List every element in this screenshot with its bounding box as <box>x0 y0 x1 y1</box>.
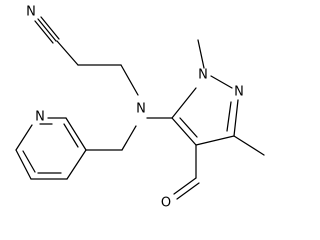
pyridine-bond-c3-c2 <box>65 117 87 151</box>
nitrile-nitrogen-label: N <box>26 5 36 20</box>
atom-labels: N N N N N O <box>26 5 244 211</box>
formyl-co-bond <box>173 177 197 195</box>
c3-methyl-bond <box>233 135 265 156</box>
n1-methyl-bond <box>197 39 205 69</box>
pyrazole-bond-n2-c3 <box>233 99 239 137</box>
amine-to-benzyl-bond <box>121 125 137 151</box>
chain-bond-3 <box>120 64 139 96</box>
pyrazole-bond-n1-n2 <box>210 75 233 89</box>
pyrazole-bond-c5-n1 <box>171 87 197 119</box>
cyanoethyl-chain <box>34 16 139 96</box>
pyridine-nitrogen-label: N <box>35 110 45 125</box>
pyrazole-n2-label: N <box>234 85 244 100</box>
pyridine-double-bond-1 <box>63 123 79 148</box>
pyrazole-double-bond-c3-n2 <box>226 101 232 132</box>
pyrazole-bond-c3-c4 <box>195 135 235 146</box>
pyridine-ring <box>15 117 87 180</box>
pyridine-bond-n1-c6 <box>15 124 33 151</box>
nitrile-triple-bond-3 <box>40 16 60 40</box>
formyl-co-double-bond <box>176 182 200 200</box>
pyrazole-substituents <box>173 39 265 200</box>
pyridine-double-bond-2 <box>22 150 36 173</box>
chain-bond-1 <box>56 40 79 66</box>
chemical-structure-diagram: N N N N N O <box>15 5 265 211</box>
pyridine-bond-c6-c5 <box>15 149 32 180</box>
pyridine-bond-c4-c3 <box>66 149 87 180</box>
nitrile-triple-bond-1 <box>37 18 57 42</box>
amine-nitrogen-label: N <box>136 102 146 117</box>
aldehyde-oxygen-label: O <box>161 196 171 211</box>
amine-links <box>85 117 173 151</box>
pyrazole-ring <box>171 75 239 146</box>
nitrile-triple-bond-2 <box>34 20 54 44</box>
pyrazole-n1-label: N <box>198 68 208 83</box>
pyrazole-bond-c4-c5 <box>171 117 197 146</box>
pyrazole-double-bond-c4-c5 <box>179 117 198 138</box>
